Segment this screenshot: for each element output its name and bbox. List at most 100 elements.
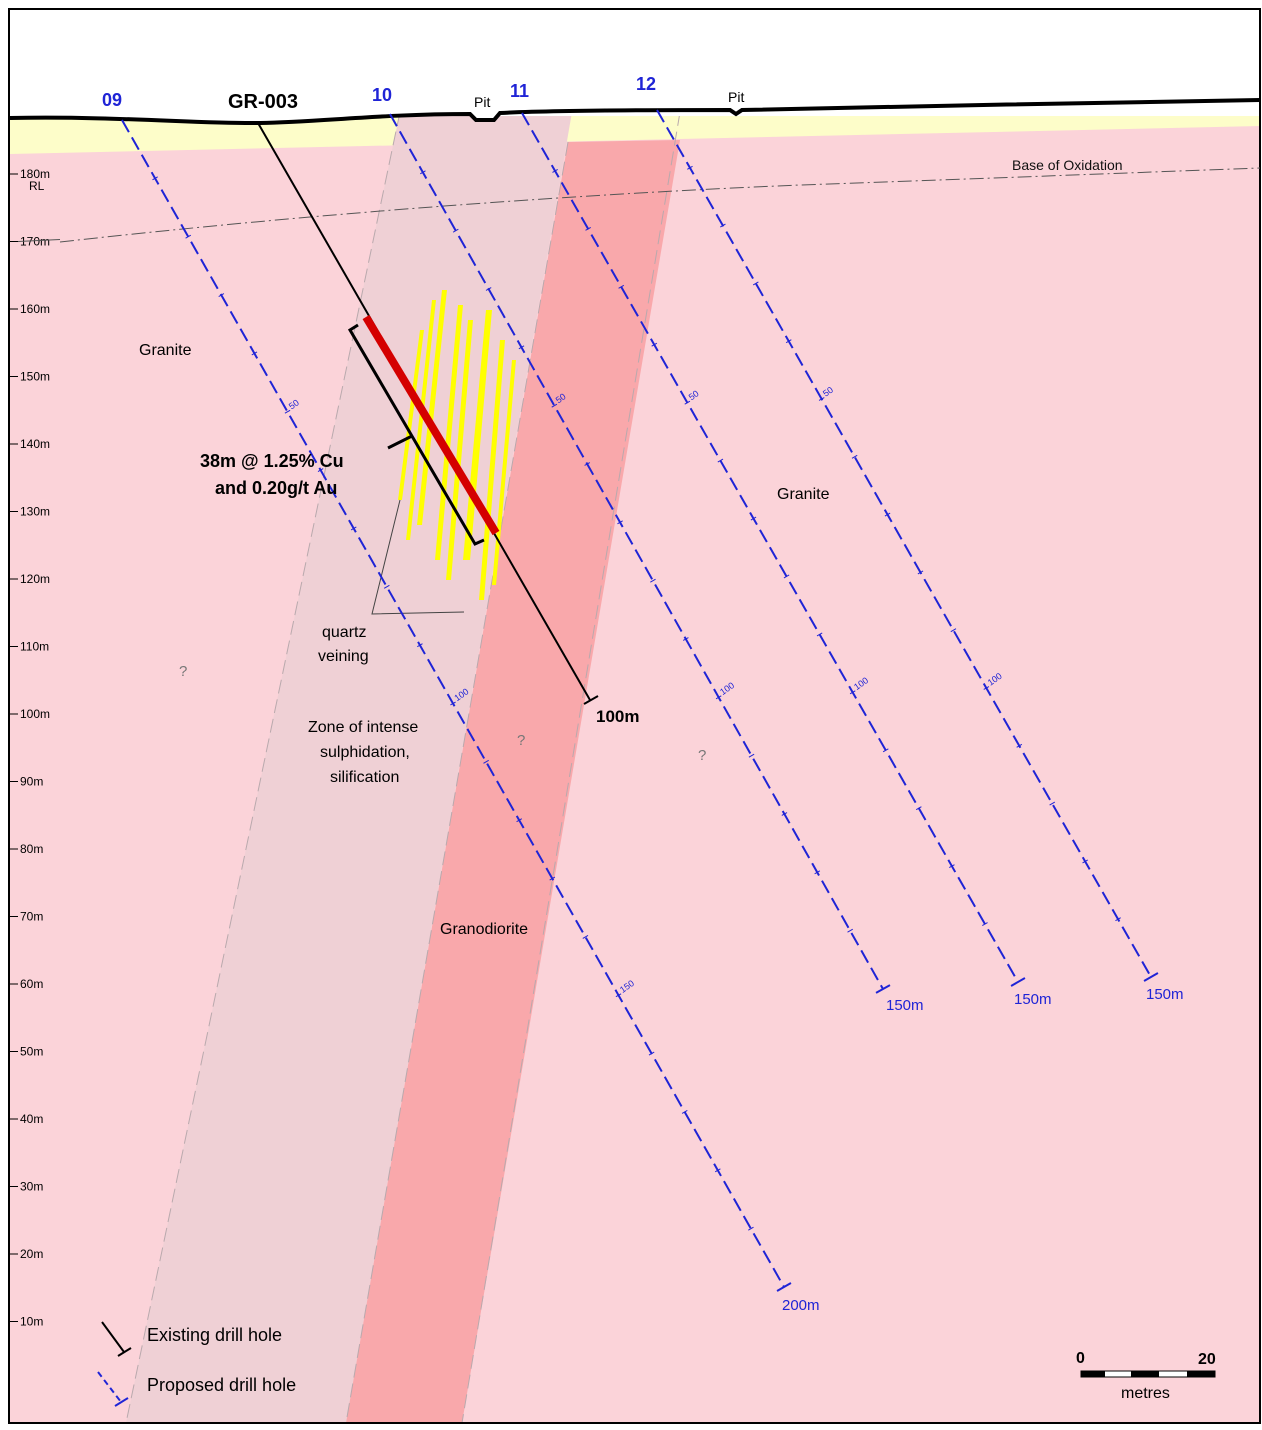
depth-tick bbox=[783, 574, 790, 579]
depth-tick bbox=[750, 516, 757, 521]
depth-tick bbox=[915, 806, 922, 811]
rl-170-leader bbox=[17, 239, 61, 242]
depth-tick bbox=[350, 526, 357, 531]
depth-tick bbox=[585, 226, 591, 231]
depth-tick bbox=[584, 462, 591, 466]
granite-label-right: Granite bbox=[777, 486, 830, 503]
dyke-boundary-right bbox=[461, 111, 681, 1424]
existing-hole-depth-label: 100m bbox=[596, 707, 639, 726]
depth-tick bbox=[417, 643, 423, 648]
depth-tick bbox=[218, 293, 225, 297]
depth-tick bbox=[551, 403, 558, 408]
depth-tick bbox=[615, 993, 622, 998]
hole-label-12: 12 bbox=[636, 74, 656, 94]
depth-tick bbox=[982, 922, 988, 926]
rl-label: 160m bbox=[20, 302, 50, 316]
scale-min-label: 0 bbox=[1076, 1350, 1085, 1367]
depth-tick bbox=[152, 176, 158, 181]
quartz-veining-label-1: quartz bbox=[322, 624, 366, 641]
alteration-zone-boundary bbox=[125, 111, 401, 1424]
depth-tick bbox=[715, 695, 722, 700]
unknown-marker-1: ? bbox=[179, 663, 187, 680]
rl-unit-label: RL bbox=[29, 179, 45, 193]
rl-label: 10m bbox=[20, 1315, 43, 1329]
depth-tick bbox=[717, 458, 724, 463]
depth-mark-label: 50 bbox=[287, 397, 301, 411]
depth-tick bbox=[687, 165, 693, 170]
hole-12-end-label: 150m bbox=[1146, 986, 1184, 1003]
rl-label: 130m bbox=[20, 505, 50, 519]
depth-tick bbox=[582, 934, 589, 939]
depth-tick bbox=[851, 454, 858, 459]
depth-tick bbox=[251, 351, 258, 356]
rl-label: 170m bbox=[20, 235, 50, 249]
rl-label: 100m bbox=[20, 707, 50, 721]
depth-tick bbox=[618, 284, 625, 289]
ground-surface bbox=[10, 10, 1260, 124]
granodiorite-dyke bbox=[346, 140, 680, 1423]
legend-proposed-symbol bbox=[97, 1371, 122, 1403]
scale-max-label: 20 bbox=[1198, 1351, 1216, 1368]
proposed-hole-12 bbox=[656, 109, 1152, 978]
depth-tick bbox=[785, 339, 792, 344]
granite-label-left: Granite bbox=[139, 342, 192, 359]
depth-mark-label: 50 bbox=[821, 385, 835, 399]
dyke-boundary-left bbox=[345, 141, 569, 1424]
depth-tick bbox=[949, 864, 955, 869]
hole-label-GR-003: GR-003 bbox=[228, 91, 298, 113]
proposed-hole-end-tick bbox=[776, 1282, 792, 1292]
intercept-label-line2: and 0.20g/t Au bbox=[215, 478, 337, 498]
depth-tick bbox=[816, 632, 823, 637]
legend-proposed-tick bbox=[114, 1397, 129, 1407]
rl-axis: 180m170m160m150m140m130m120m110m100m90m8… bbox=[10, 167, 61, 1329]
proposed-hole-end-tick bbox=[1143, 972, 1159, 982]
rl-label: 70m bbox=[20, 910, 43, 924]
depth-tick bbox=[720, 223, 726, 228]
depth-tick bbox=[1115, 917, 1121, 922]
rl-label: 110m bbox=[20, 640, 49, 654]
scale-unit-label: metres bbox=[1121, 1385, 1170, 1402]
depth-tick bbox=[684, 400, 691, 405]
proposed-hole-10 bbox=[389, 113, 884, 990]
base-of-oxidation-label: Base of Oxidation bbox=[1012, 157, 1123, 173]
depth-tick bbox=[682, 637, 689, 641]
depth-tick bbox=[748, 1226, 754, 1231]
depth-tick bbox=[617, 520, 623, 525]
hole-11-end-label: 150m bbox=[1014, 991, 1052, 1008]
legend-existing-symbol bbox=[101, 1321, 125, 1353]
rl-label: 30m bbox=[20, 1180, 43, 1194]
legend-existing-tick bbox=[117, 1347, 132, 1357]
rl-label: 180m bbox=[20, 167, 50, 181]
depth-tick bbox=[681, 1110, 688, 1114]
rl-label: 20m bbox=[20, 1247, 43, 1261]
depth-tick bbox=[818, 397, 825, 401]
depth-tick bbox=[1082, 859, 1088, 864]
depth-tick bbox=[648, 1051, 655, 1056]
depth-tick bbox=[748, 753, 755, 758]
proposed-hole-11 bbox=[521, 112, 1019, 983]
intercept-segment bbox=[362, 314, 500, 536]
granodiorite-label: Granodiorite bbox=[440, 921, 528, 938]
depth-mark-label: 50 bbox=[554, 391, 568, 405]
depth-tick bbox=[884, 512, 891, 517]
depth-tick bbox=[950, 628, 957, 633]
depth-tick bbox=[483, 759, 489, 764]
hole-label-10: 10 bbox=[372, 85, 392, 105]
topography-line bbox=[9, 98, 1261, 126]
alteration-label-1: Zone of intense bbox=[308, 719, 418, 736]
rl-label: 140m bbox=[20, 437, 50, 451]
base-of-oxidation-line bbox=[59, 167, 1261, 243]
depth-tick bbox=[814, 870, 821, 875]
depth-mark-label: 50 bbox=[687, 388, 701, 402]
depth-tick bbox=[917, 570, 924, 575]
hole-label-09: 09 bbox=[102, 90, 122, 110]
map-frame bbox=[8, 8, 1261, 1424]
hole-10-end-label: 150m bbox=[886, 997, 924, 1014]
rl-label: 40m bbox=[20, 1112, 43, 1126]
proposed-hole-end-tick bbox=[875, 984, 891, 994]
rl-label: 80m bbox=[20, 842, 43, 856]
rl-label: 90m bbox=[20, 775, 43, 789]
quartz-veining-label-2: veining bbox=[318, 648, 369, 665]
depth-tick bbox=[714, 1168, 721, 1173]
